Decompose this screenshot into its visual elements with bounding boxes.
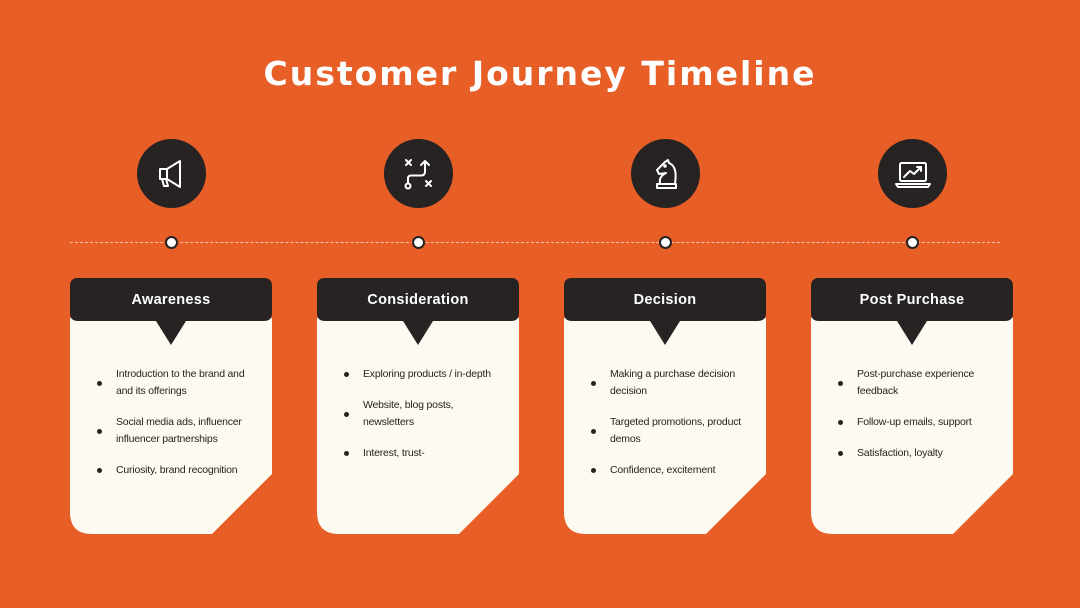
timeline-dashed-line (70, 242, 1000, 243)
list-item: Exploring products / in-depth (344, 366, 502, 383)
laptop-growth-chart-icon (894, 161, 931, 188)
strategy-play-icon (404, 158, 432, 189)
list-item: Website, blog posts, newsletters (344, 397, 502, 431)
list-item: Post-purchase experience feedback (838, 366, 996, 400)
stage-card: Awareness Introduction to the brand and … (70, 278, 272, 534)
stage-icon-circle (631, 139, 700, 208)
stage-card: Post Purchase Post-purchase experience f… (811, 278, 1013, 534)
list-item: Confidence, excitement (591, 462, 749, 479)
stage-decision: Decision Making a purchase decision deci… (564, 0, 766, 608)
stage-icon-circle (878, 139, 947, 208)
stage-icon-circle (137, 139, 206, 208)
stage-icon-circle (384, 139, 453, 208)
list-item: Making a purchase decision decision (591, 366, 749, 400)
list-item: Curiosity, brand recognition (97, 462, 255, 479)
chess-knight-icon (655, 158, 677, 189)
stage-details-list: Introduction to the brand and and its of… (97, 366, 255, 493)
timeline-dot (412, 236, 425, 249)
megaphone-icon (158, 159, 181, 188)
stage-post-purchase: Post Purchase Post-purchase experience f… (811, 0, 1013, 608)
timeline-dot (659, 236, 672, 249)
list-item: Satisfaction, loyalty (838, 445, 996, 462)
stage-title: Awareness (131, 291, 211, 308)
stage-title: Consideration (367, 291, 469, 308)
list-item: Targeted promotions, product demos (591, 414, 749, 448)
stage-details-list: Post-purchase experience feedback Follow… (838, 366, 996, 476)
stage-awareness: Awareness Introduction to the brand and … (70, 0, 272, 608)
stage-title: Decision (633, 291, 697, 308)
timeline-dot (165, 236, 178, 249)
stage-card: Decision Making a purchase decision deci… (564, 278, 766, 534)
timeline-dot (906, 236, 919, 249)
list-item: Interest, trust- (344, 445, 502, 462)
stage-details-list: Making a purchase decision decision Targ… (591, 366, 749, 493)
list-item: Introduction to the brand and and its of… (97, 366, 255, 400)
list-item: Social media ads, influencer influencer … (97, 414, 255, 448)
stage-details-list: Exploring products / in-depth Website, b… (344, 366, 502, 476)
stage-card: Consideration Exploring products / in-de… (317, 278, 519, 534)
page-title: Customer Journey Timeline (263, 54, 817, 93)
stage-consideration: Consideration Exploring products / in-de… (317, 0, 519, 608)
stage-title: Post Purchase (859, 291, 965, 308)
list-item: Follow-up emails, support (838, 414, 996, 431)
